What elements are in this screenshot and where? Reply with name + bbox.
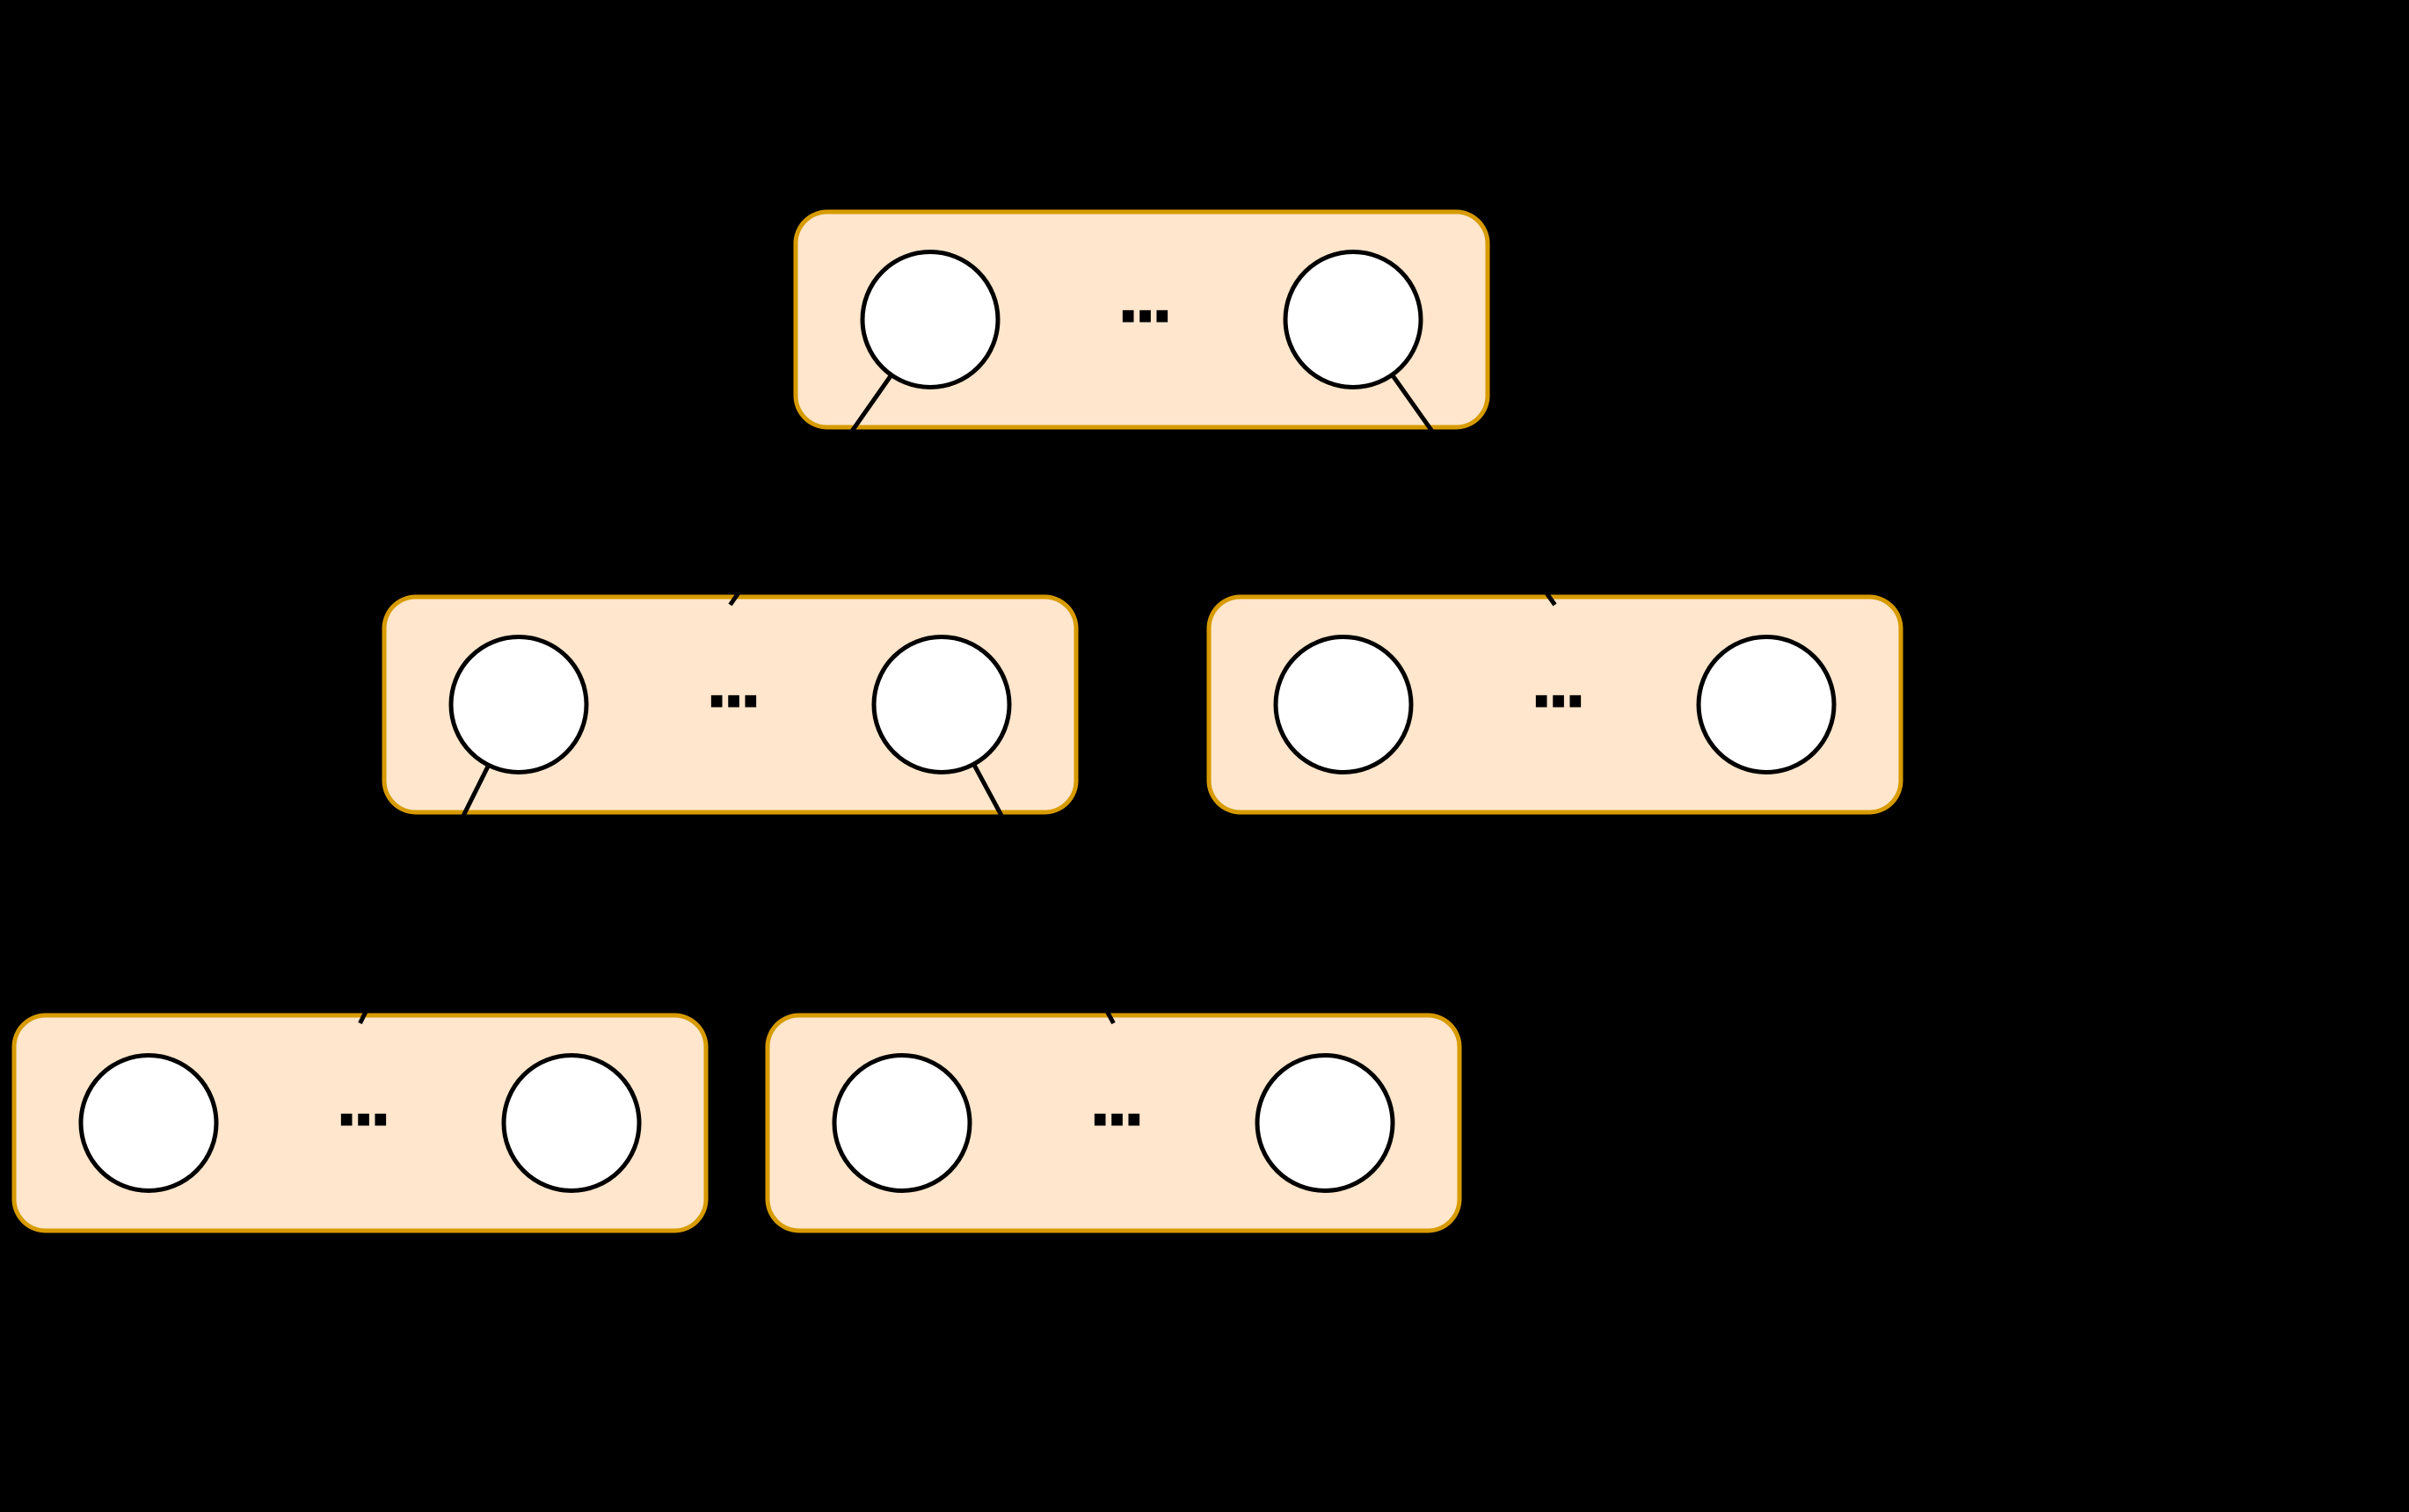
- slot-circle-right: [1283, 250, 1423, 389]
- slot-circle-left: [78, 1053, 219, 1193]
- ellipsis-label: ...: [1116, 264, 1168, 338]
- slot-circle-right: [501, 1053, 642, 1193]
- tree-node-l3a: ...: [78, 1053, 642, 1193]
- slot-circle-left: [448, 635, 589, 774]
- slot-circle-right: [1696, 635, 1837, 774]
- tree-node-root: ...: [860, 250, 1423, 389]
- slot-circle-right: [871, 635, 1012, 774]
- tree-node-l3b: ...: [832, 1053, 1395, 1193]
- slot-layer: ...............: [78, 250, 1837, 1193]
- slot-circle-left: [1273, 635, 1414, 774]
- tree-node-l2a: ...: [448, 635, 1012, 774]
- ellipsis-label: ...: [1088, 1067, 1139, 1141]
- slot-circle-right: [1255, 1053, 1395, 1193]
- ellipsis-label: ...: [334, 1067, 386, 1141]
- slot-circle-left: [832, 1053, 972, 1193]
- ellipsis-label: ...: [704, 649, 756, 723]
- ellipsis-label: ...: [1529, 649, 1581, 723]
- tree-node-l2b: ...: [1273, 635, 1837, 774]
- slot-circle-left: [860, 250, 1001, 389]
